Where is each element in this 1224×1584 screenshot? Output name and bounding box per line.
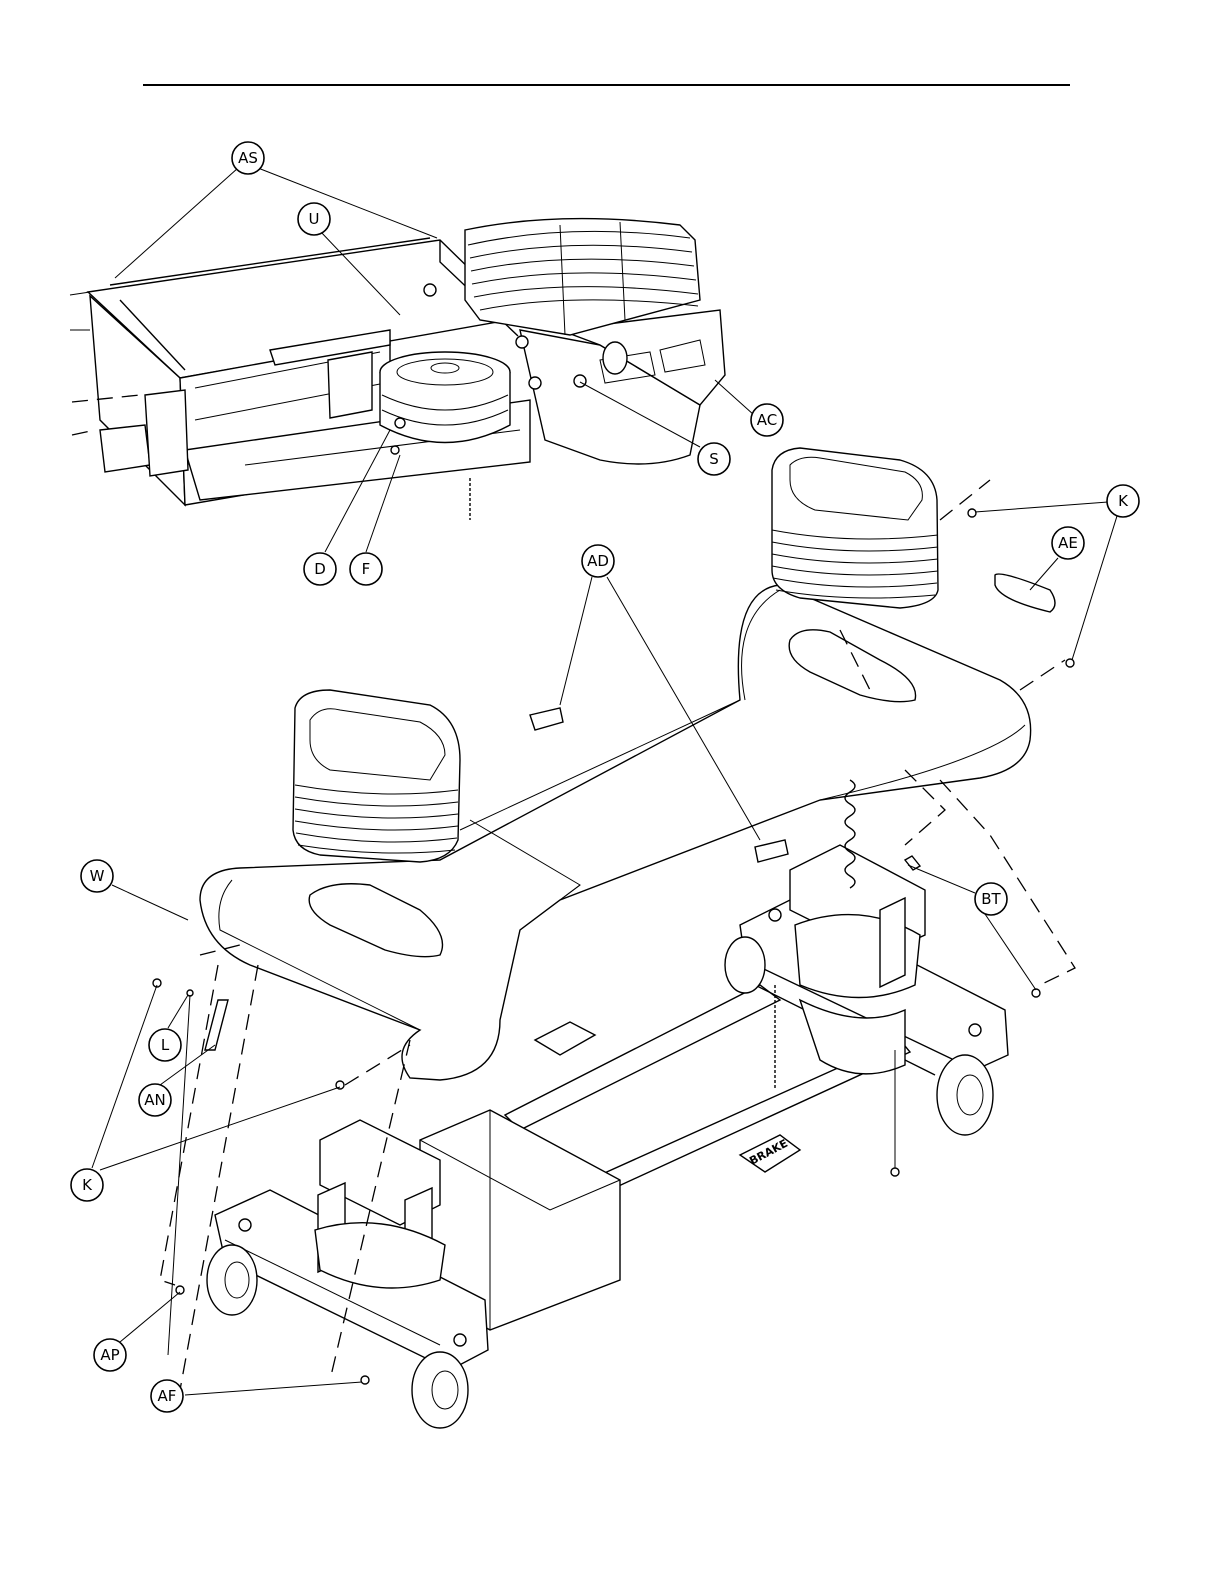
callout-label: D xyxy=(314,560,326,578)
callout-label: W xyxy=(90,867,105,885)
callout-K-upper: K xyxy=(1107,485,1139,517)
callout-W: W xyxy=(81,860,113,892)
callout-label: K xyxy=(82,1176,93,1194)
callout-label: AE xyxy=(1058,534,1078,552)
callout-AC: AC xyxy=(751,404,783,436)
callout-F: F xyxy=(350,553,382,585)
callout-AN: AN xyxy=(139,1084,171,1116)
callout-AS: AS xyxy=(232,142,264,174)
callout-label: K xyxy=(1118,492,1129,510)
callout-D: D xyxy=(304,553,336,585)
lift-housing-assembly xyxy=(70,219,725,520)
callout-BT: BT xyxy=(975,883,1007,915)
callout-AE: AE xyxy=(1052,527,1084,559)
callout-U: U xyxy=(298,203,330,235)
callout-label: AS xyxy=(238,149,258,167)
callout-L: L xyxy=(149,1029,181,1061)
callout-label: AC xyxy=(757,411,777,429)
bellows-left xyxy=(293,690,460,862)
bellows-right xyxy=(772,448,938,608)
callout-K-lower: K xyxy=(71,1169,103,1201)
callout-label: BT xyxy=(981,890,1001,908)
callout-AP: AP xyxy=(94,1339,126,1371)
callout-label: AF xyxy=(158,1387,177,1405)
callout-label: AD xyxy=(587,552,609,570)
callout-AD: AD xyxy=(582,545,614,577)
callout-label: U xyxy=(309,210,320,228)
callout-AF: AF xyxy=(151,1380,183,1412)
callout-label: S xyxy=(709,450,719,468)
callout-label: AP xyxy=(100,1346,119,1364)
callout-S: S xyxy=(698,443,730,475)
callout-label: F xyxy=(362,560,371,578)
callout-label: L xyxy=(161,1036,170,1054)
callout-label: AN xyxy=(144,1091,165,1109)
